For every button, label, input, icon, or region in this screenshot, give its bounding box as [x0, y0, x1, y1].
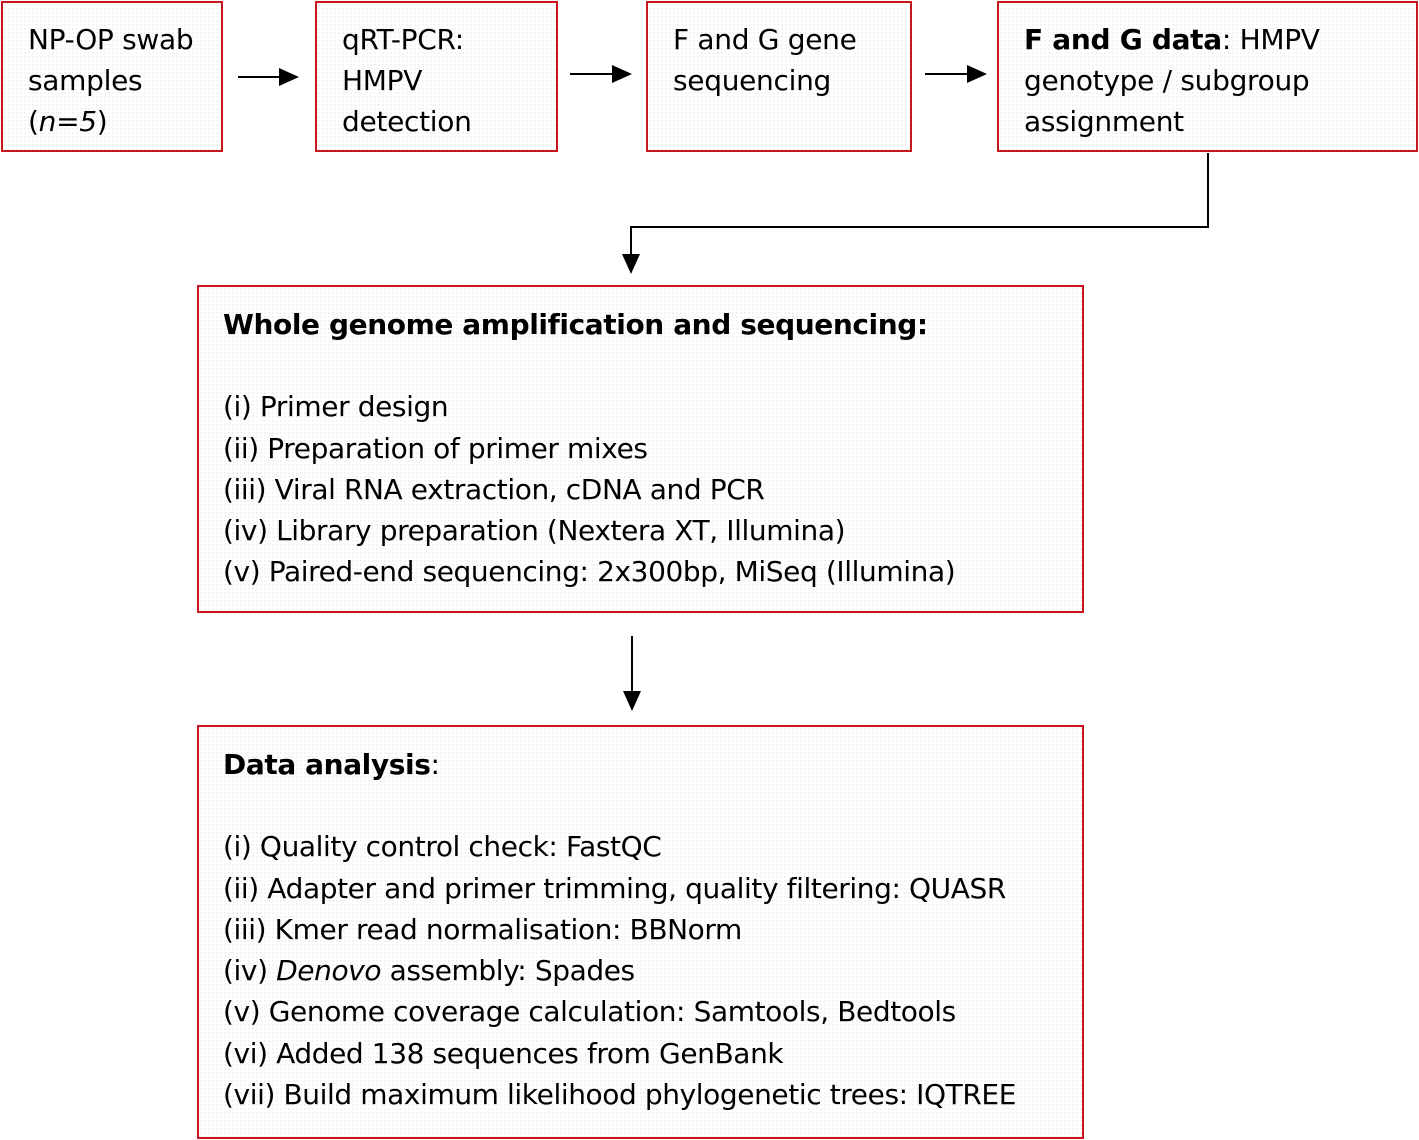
analysis-title-colon: :: [430, 748, 440, 781]
fg-data-text: F and G data: HMPV genotype / subgroup a…: [1024, 19, 1320, 142]
fg-seq-line1: F and G gene: [673, 23, 857, 56]
analysis-step4-prefix: (iv): [223, 954, 277, 988]
samples-text: NP-OP swab samples (n=5): [28, 19, 194, 142]
analysis-text: Data analysis: (i) Quality control check…: [223, 744, 1016, 1115]
wga-step: (iii) Viral RNA extraction, cDNA and PCR: [223, 472, 765, 506]
samples-paren-close: ): [96, 105, 108, 138]
samples-paren-open: (: [28, 105, 39, 138]
arrow-fgseq-to-fgdata: [925, 65, 987, 83]
qrtpcr-text: qRT-PCR: HMPV detection: [342, 19, 472, 142]
samples-n: n=5: [38, 105, 97, 138]
qrtpcr-line3: detection: [342, 105, 472, 138]
analysis-step: (i) Quality control check: FastQC: [223, 830, 662, 864]
analysis-spacer: [223, 785, 1016, 826]
samples-box: NP-OP swab samples (n=5): [1, 1, 223, 152]
arrow-samples-to-qrtpcr: [238, 68, 299, 86]
analysis-step4-rest: assembly: Spades: [381, 954, 636, 988]
analysis-box: Data analysis: (i) Quality control check…: [197, 725, 1084, 1139]
analysis-title-bold: Data analysis: [223, 748, 431, 781]
wga-spacer: [223, 345, 955, 386]
analysis-step: (ii) Adapter and primer trimming, qualit…: [223, 871, 1006, 905]
elbow-fgdata-to-wga: [622, 153, 1209, 274]
analysis-step: (vi) Added 138 sequences from GenBank: [223, 1036, 784, 1070]
samples-line2: samples: [28, 64, 143, 97]
fg-sequencing-text: F and G gene sequencing: [673, 19, 857, 101]
arrow-qrtpcr-to-fgseq: [570, 65, 632, 83]
wga-title-text: Whole genome amplification and sequencin…: [223, 308, 928, 341]
wga-step: (i) Primer design: [223, 390, 449, 424]
analysis-step4-italic: Denovo: [276, 954, 382, 988]
wga-step: (iv) Library preparation (Nextera XT, Il…: [223, 514, 846, 548]
analysis-step: (vii) Build maximum likelihood phylogene…: [223, 1078, 1017, 1112]
fg-data-rest: : HMPV: [1221, 23, 1320, 56]
fg-data-line3: assignment: [1024, 105, 1184, 138]
fg-sequencing-box: F and G gene sequencing: [646, 1, 912, 152]
arrow-wga-to-analysis: [623, 636, 641, 711]
qrtpcr-line1: qRT-PCR:: [342, 23, 464, 56]
qrtpcr-line2: HMPV: [342, 64, 423, 97]
wga-step: (ii) Preparation of primer mixes: [223, 431, 648, 465]
wga-box: Whole genome amplification and sequencin…: [197, 285, 1084, 613]
wga-text: Whole genome amplification and sequencin…: [223, 304, 956, 593]
analysis-step: (v) Genome coverage calculation: Samtool…: [223, 995, 956, 1029]
fg-data-line1: F and G data: HMPV: [1024, 19, 1320, 60]
analysis-title: Data analysis:: [223, 744, 1016, 785]
fg-data-bold: F and G data: [1024, 23, 1222, 56]
qrtpcr-box: qRT-PCR: HMPV detection: [315, 1, 558, 152]
samples-line1: NP-OP swab: [28, 23, 194, 56]
fg-data-line2: genotype / subgroup: [1024, 64, 1310, 97]
samples-count: (n=5): [28, 101, 193, 142]
analysis-step: (iii) Kmer read normalisation: BBNorm: [223, 912, 742, 946]
wga-title: Whole genome amplification and sequencin…: [223, 304, 955, 345]
wga-step: (v) Paired-end sequencing: 2x300bp, MiSe…: [223, 555, 956, 589]
analysis-step: (iv) Denovo assembly: Spades: [223, 950, 1016, 991]
fg-seq-line2: sequencing: [673, 64, 832, 97]
fg-data-box: F and G data: HMPV genotype / subgroup a…: [997, 1, 1418, 152]
